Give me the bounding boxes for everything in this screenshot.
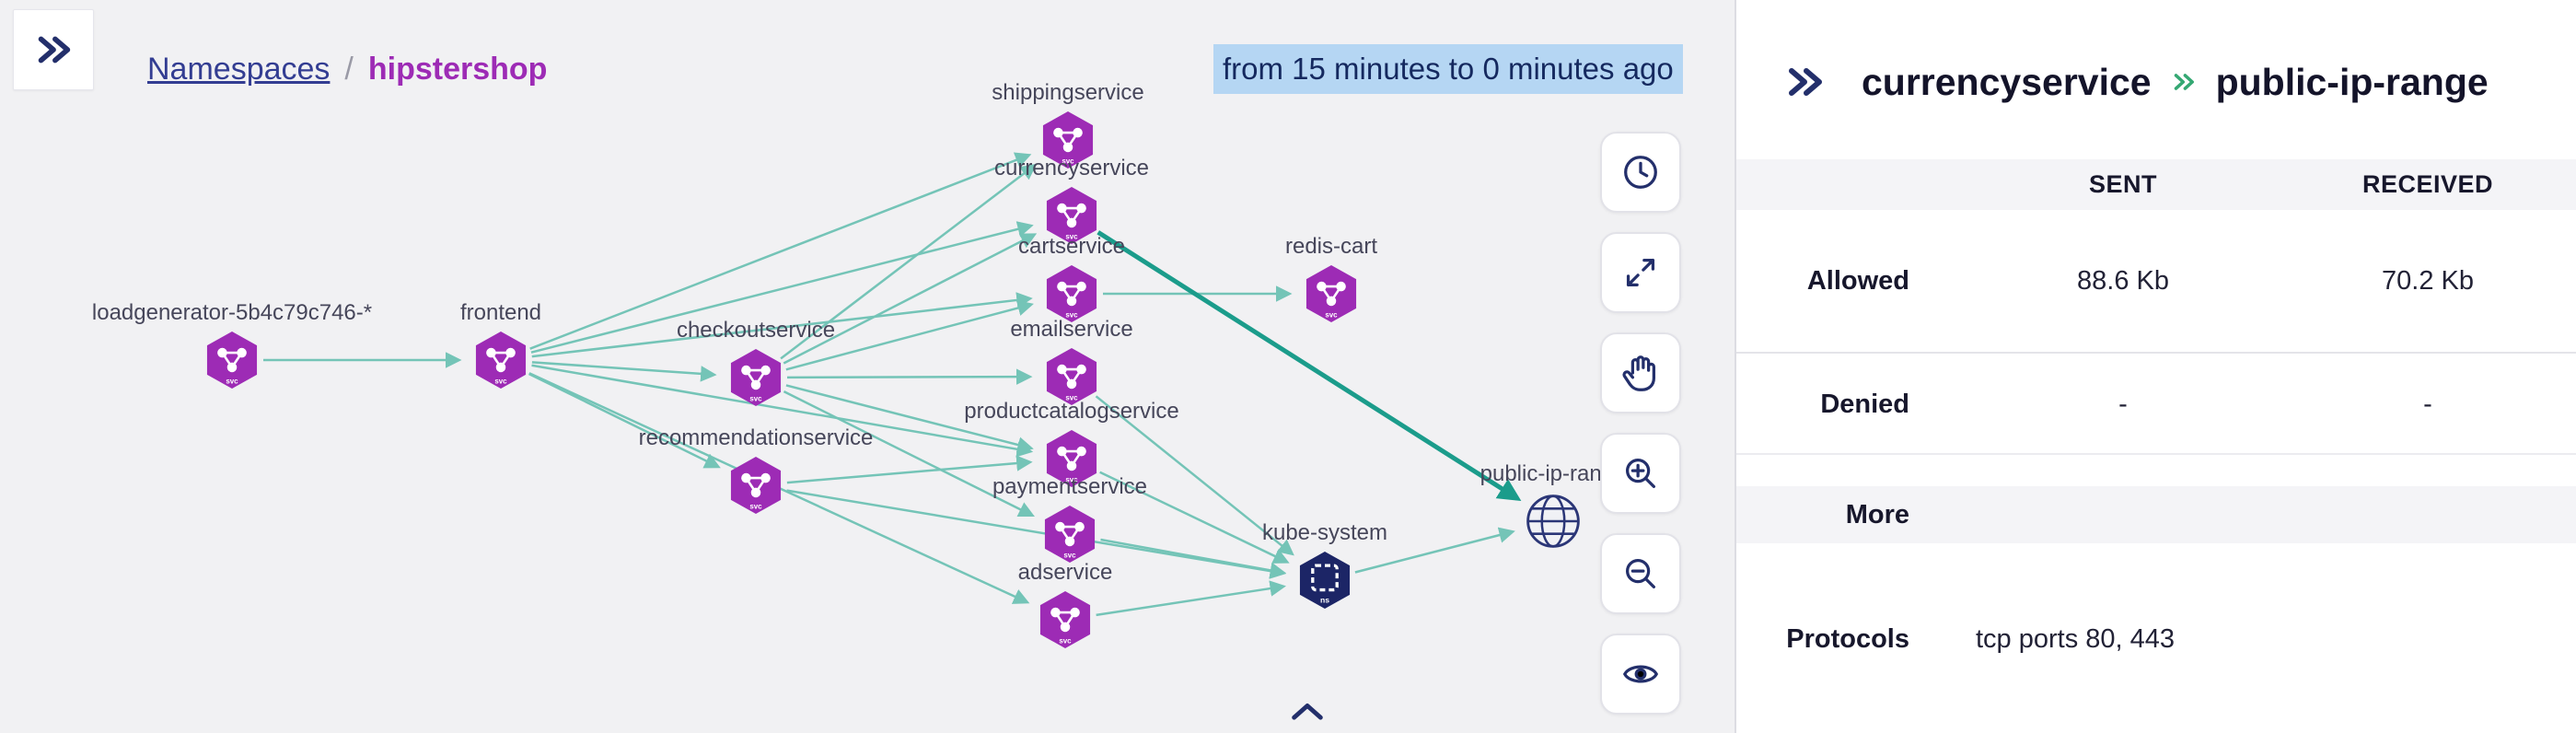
service-hexagon-icon: svc: [1041, 186, 1102, 250]
service-map: loadgenerator-5b4c79c746-* svc frontend svc…: [0, 0, 1735, 733]
graph-node-loadgenerator[interactable]: loadgenerator-5b4c79c746-* svc: [92, 300, 372, 390]
svg-text:svc: svc: [494, 378, 507, 386]
map-toolbar: [1600, 132, 1681, 715]
denied-label: Denied: [1820, 389, 1909, 419]
details-panel: currencyservice public-ip-range SENT REC…: [1735, 0, 2576, 733]
service-map-nodes: loadgenerator-5b4c79c746-* svc frontend svc…: [92, 80, 1626, 650]
allowed-row: Allowed 88.6 Kb 70.2 Kb: [1736, 210, 2576, 354]
svg-text:svc: svc: [749, 395, 762, 403]
graph-node-label: productcatalogservice: [964, 399, 1179, 424]
eye-icon: [1623, 665, 1658, 683]
denied-row: Denied - -: [1736, 355, 2576, 455]
flow-target-title: public-ip-range: [2215, 60, 2489, 103]
graph-node-redis-cart[interactable]: redis-cart svc: [1285, 234, 1377, 324]
graph-node-label: loadgenerator-5b4c79c746-*: [91, 300, 373, 325]
service-hexagon-icon: svc: [1041, 347, 1102, 411]
graph-node-label: cartservice: [1017, 234, 1126, 259]
clock-button[interactable]: [1600, 132, 1681, 213]
graph-node-shippingservice[interactable]: shippingservice svc: [992, 80, 1144, 170]
svg-text:svc: svc: [749, 503, 762, 511]
allowed-label: Allowed: [1806, 265, 1909, 296]
svg-text:svc: svc: [1059, 637, 1072, 646]
more-label: More: [1845, 499, 1909, 529]
svg-text:svc: svc: [226, 378, 238, 386]
collapse-bottom-panel-button[interactable]: [1285, 698, 1329, 728]
graph-node-recommendationservice[interactable]: recommendationservice svc: [639, 425, 873, 519]
more-section-toggle[interactable]: More: [1736, 486, 2576, 543]
service-hexagon-icon: svc: [1041, 264, 1102, 328]
visibility-button[interactable]: [1600, 634, 1681, 715]
graph-node-label: frontend: [459, 300, 542, 325]
svg-text:svc: svc: [1065, 311, 1078, 320]
svg-text:svc: svc: [1325, 311, 1338, 320]
graph-node-label: redis-cart: [1284, 234, 1378, 259]
clock-icon: [1624, 156, 1657, 189]
hand-icon: [1622, 355, 1656, 391]
svg-text:svc: svc: [1065, 233, 1078, 241]
graph-node-public-ip-range[interactable]: public-ip-range: [1480, 461, 1626, 552]
namespace-hexagon-icon: ns: [1294, 551, 1355, 614]
svg-text:svc: svc: [1065, 476, 1078, 484]
details-collapse-button[interactable]: [1782, 60, 1827, 104]
traffic-table-header: SENT RECEIVED: [1736, 159, 2576, 210]
fit-screen-button[interactable]: [1600, 232, 1681, 313]
service-hexagon-icon: svc: [1035, 590, 1096, 654]
svg-text:svc: svc: [1063, 552, 1076, 560]
time-range-selector[interactable]: from 15 minutes to 0 minutes ago: [1213, 44, 1683, 94]
svg-text:svc: svc: [1062, 157, 1074, 166]
protocols-label: Protocols: [1786, 623, 1909, 654]
graph-node-label: checkoutservice: [676, 318, 836, 343]
breadcrumb: Namespaces / hipstershop: [147, 52, 547, 87]
graph-node-frontend[interactable]: frontend svc: [460, 300, 541, 390]
flow-source-title: currencyservice: [1862, 60, 2152, 103]
protocols-value: tcp ports 80, 443: [1976, 623, 2176, 654]
breadcrumb-current-namespace[interactable]: hipstershop: [367, 52, 548, 87]
denied-received-value: -: [2423, 389, 2432, 419]
protocols-row: Protocols tcp ports 80, 443: [1736, 589, 2576, 689]
fullscreen-icon: [1626, 258, 1655, 287]
zoom-in-button[interactable]: [1600, 433, 1681, 514]
pan-button[interactable]: [1600, 332, 1681, 413]
graph-node-kube-system[interactable]: kube-system ns: [1262, 520, 1387, 614]
svg-text:svc: svc: [1065, 394, 1078, 402]
graph-node-label: emailservice: [1010, 317, 1133, 342]
sent-column-header: SENT: [2088, 170, 2157, 198]
graph-node-checkoutservice[interactable]: checkoutservice svc: [677, 318, 835, 408]
graph-node-label: kube-system: [1261, 520, 1388, 545]
zoom-out-button[interactable]: [1600, 533, 1681, 614]
service-hexagon-icon: svc: [725, 348, 786, 412]
sidebar-expand-button[interactable]: [13, 9, 94, 90]
double-chevron-right-icon: [38, 36, 71, 64]
details-header: currencyservice public-ip-range: [1736, 50, 2576, 114]
svg-text:ns: ns: [1320, 595, 1329, 604]
graph-node-label: adservice: [1017, 560, 1113, 585]
zoom-in-icon: [1625, 458, 1656, 489]
graph-node-label: recommendationservice: [638, 425, 874, 450]
denied-sent-value: -: [2118, 389, 2128, 419]
service-hexagon-icon: svc: [1041, 429, 1102, 493]
graph-node-label: shippingservice: [992, 80, 1144, 105]
breadcrumb-separator: /: [344, 52, 354, 87]
graph-node-label: currencyservice: [993, 156, 1150, 180]
globe-icon: [1523, 494, 1586, 558]
graph-node-label: paymentservice: [992, 474, 1148, 499]
graph-node-adservice[interactable]: adservice svc: [1018, 560, 1112, 650]
received-column-header: RECEIVED: [2361, 170, 2494, 198]
zoom-out-icon: [1625, 558, 1656, 589]
service-hexagon-icon: svc: [725, 456, 786, 519]
double-chevron-right-icon: [1789, 68, 1822, 96]
service-hexagon-icon: svc: [1301, 264, 1362, 328]
flow-direction-icon: [2168, 66, 2199, 98]
breadcrumb-namespaces-link[interactable]: Namespaces: [147, 52, 331, 87]
service-hexagon-icon: svc: [202, 331, 262, 394]
service-hexagon-icon: svc: [470, 331, 531, 394]
allowed-received-value: 70.2 Kb: [2382, 265, 2474, 296]
allowed-sent-value: 88.6 Kb: [2077, 265, 2169, 296]
service-hexagon-icon: svc: [1038, 111, 1098, 174]
chevron-up-icon: [1292, 704, 1323, 720]
